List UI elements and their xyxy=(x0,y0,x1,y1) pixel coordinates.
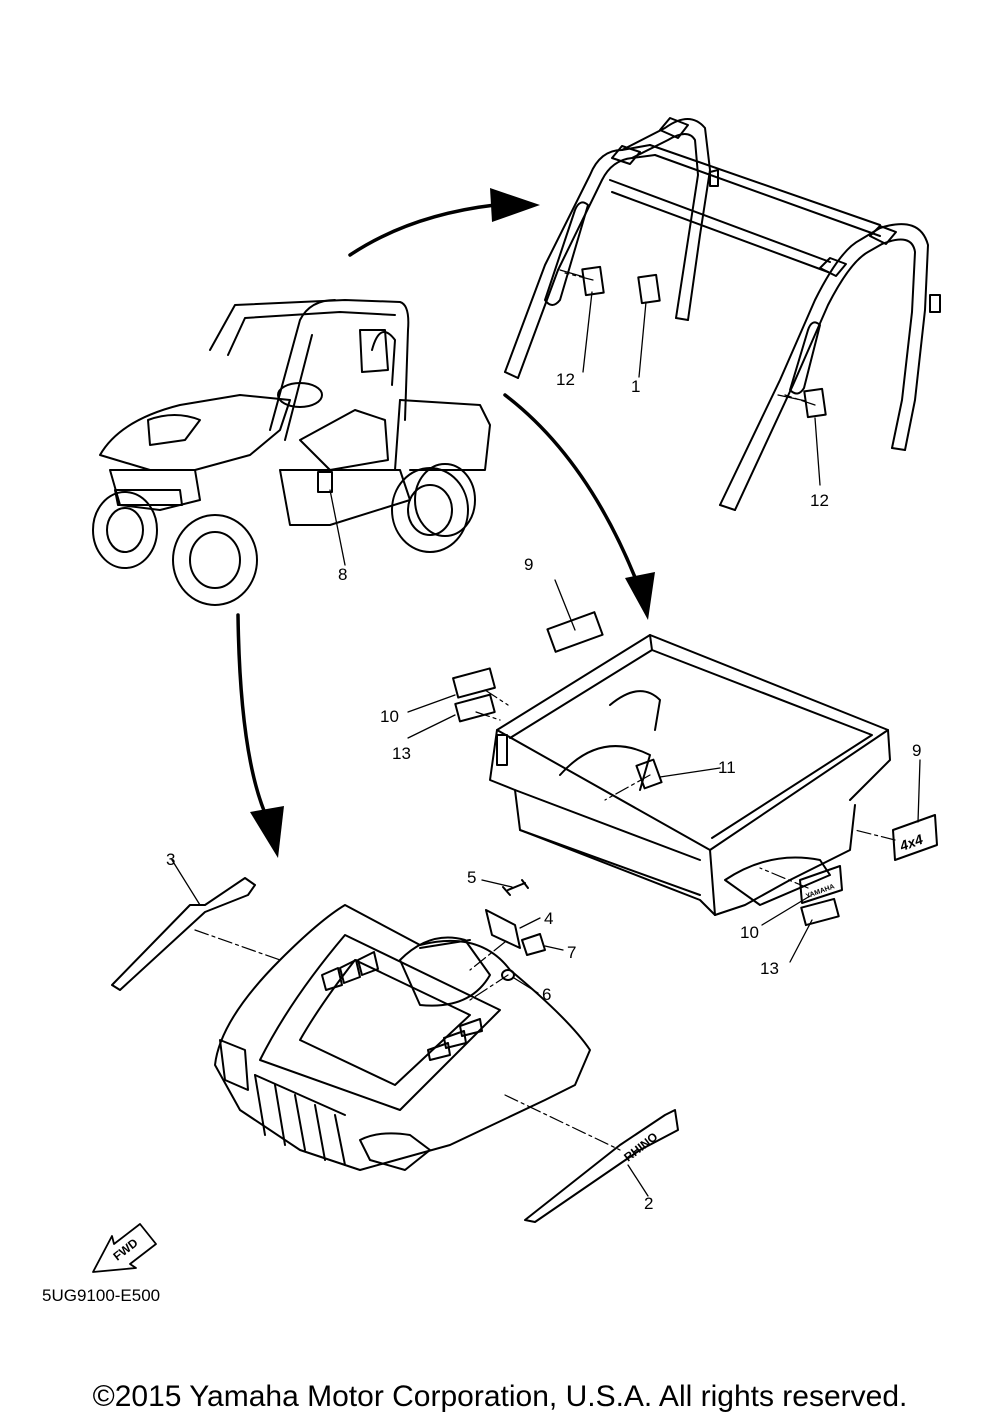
direction-arrows xyxy=(236,203,642,822)
callout-13-right: 13 xyxy=(760,959,779,978)
cargo-bed xyxy=(489,634,891,916)
callout-10-right: 10 xyxy=(740,923,759,942)
four-by-four-badge-label: 4x4 xyxy=(897,831,926,854)
decal-10-right xyxy=(799,865,843,904)
decal-10-left xyxy=(452,667,496,699)
callout-13-left: 13 xyxy=(392,744,411,763)
callout-6: 6 xyxy=(542,985,552,1004)
callout-5: 5 xyxy=(467,868,477,887)
callout-9-right: 9 xyxy=(912,741,922,760)
nut-6 xyxy=(501,969,515,981)
decal-9-top xyxy=(546,611,604,653)
drawing-code: 5UG9100-E500 xyxy=(42,1286,161,1305)
arrow-head-hood xyxy=(250,806,284,858)
decal-1 xyxy=(637,273,661,305)
callout-2: 2 xyxy=(644,1194,654,1213)
roll-cage xyxy=(504,117,941,511)
callout-7: 7 xyxy=(567,943,577,962)
fwd-arrow-outline xyxy=(92,1223,157,1273)
callout-8: 8 xyxy=(338,565,348,584)
rhino-badge-label: RHINO xyxy=(621,1130,660,1165)
rivet-5 xyxy=(502,879,529,896)
decal-13-right xyxy=(800,897,840,927)
decal-2 xyxy=(524,1109,679,1223)
decal-12-left xyxy=(581,265,605,297)
dash-lines xyxy=(194,272,896,1151)
decal-9-right xyxy=(892,814,938,861)
callout-11: 11 xyxy=(718,758,736,777)
callout-4: 4 xyxy=(544,909,554,928)
decal-7 xyxy=(521,933,546,956)
copyright-notice: ©2015 Yamaha Motor Corporation, U.S.A. A… xyxy=(92,1380,908,1413)
decal-12-right xyxy=(803,387,827,419)
decal-8 xyxy=(317,471,333,493)
decal-3 xyxy=(111,877,256,991)
arrow-head-cage xyxy=(490,188,540,222)
leader-lines xyxy=(171,291,921,1197)
arrow-head-bed xyxy=(625,572,655,620)
callout-3: 3 xyxy=(166,850,176,869)
callout-10-left: 10 xyxy=(380,707,399,726)
callout-12-right: 12 xyxy=(810,491,829,510)
vehicle-overview xyxy=(92,299,491,606)
decal-13-left xyxy=(454,693,496,723)
callout-12-left: 12 xyxy=(556,370,575,389)
emblem-4 xyxy=(485,909,521,949)
callout-9-top: 9 xyxy=(524,555,534,574)
decal-11 xyxy=(635,758,663,790)
front-hood xyxy=(214,904,591,1171)
callout-1: 1 xyxy=(631,377,641,396)
